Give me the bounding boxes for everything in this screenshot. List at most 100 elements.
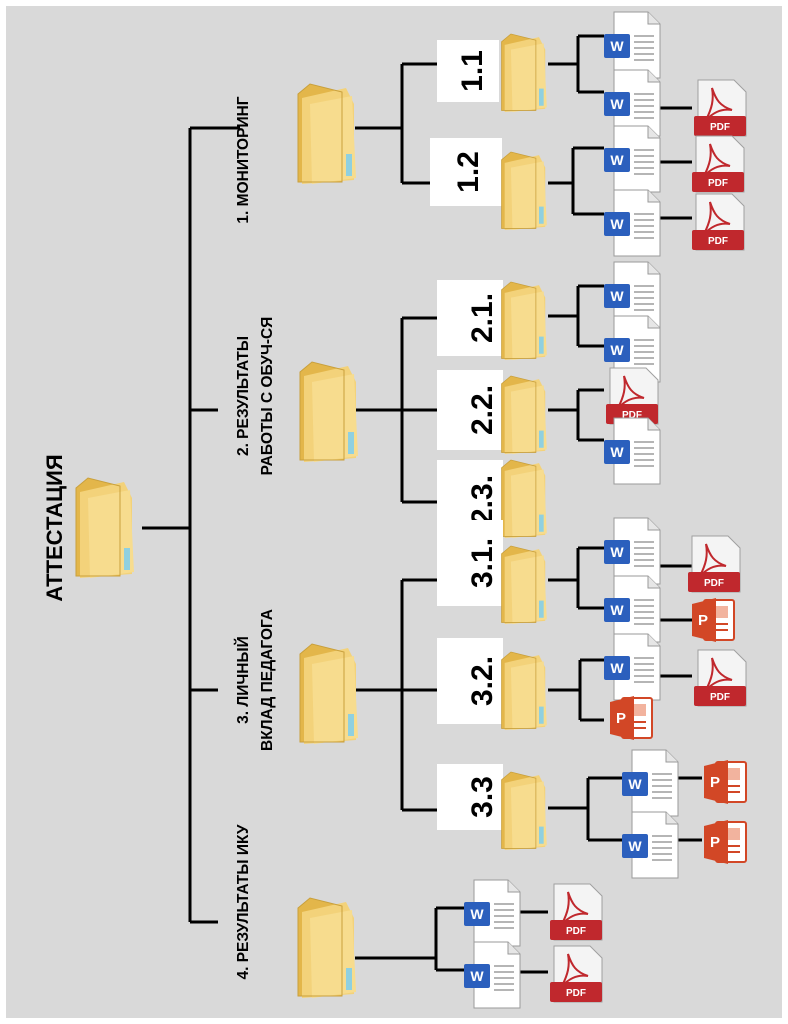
category-4-folder-icon — [297, 897, 357, 999]
subfolder-1-2[interactable]: 1.2 — [430, 138, 548, 231]
category-2-node[interactable]: 2. РЕЗУЛЬТАТЫ РАБОТЫ С ОБУЧ-СЯ — [235, 317, 359, 476]
pdf-icon[interactable]: PDF — [691, 135, 745, 193]
svg-text:PDF: PDF — [704, 578, 724, 589]
svg-text:PDF: PDF — [708, 178, 728, 189]
subfolder-label-box — [437, 764, 503, 830]
folder-icon — [501, 771, 548, 851]
svg-text:W: W — [610, 38, 624, 54]
subfolder-label-box — [437, 370, 503, 450]
word-icon[interactable]: W — [621, 811, 679, 879]
root-folder-icon — [75, 477, 135, 579]
category-3-node[interactable]: 3. ЛИЧНЫЙ ВКЛАД ПЕДАГОГА — [234, 609, 359, 751]
svg-text:W: W — [610, 96, 624, 112]
subfolder-3-3[interactable]: 3.3 — [437, 764, 548, 851]
word-icon[interactable]: W — [603, 315, 661, 383]
subfolder-label: 3.1. — [466, 538, 499, 588]
word-icon[interactable]: W — [603, 11, 661, 79]
root-label: АТТЕСТАЦИЯ — [42, 454, 67, 601]
svg-text:W: W — [610, 444, 624, 460]
word-icon[interactable]: W — [603, 633, 661, 701]
subfolder-label-box — [437, 40, 499, 102]
svg-text:P: P — [710, 774, 720, 791]
category-3-label-line1: 3. ЛИЧНЫЙ — [234, 636, 252, 724]
subfolder-1-1[interactable]: 1.1 — [437, 33, 548, 113]
folder-icon — [501, 459, 548, 539]
svg-text:P: P — [698, 612, 708, 629]
word-icon[interactable]: W — [463, 941, 521, 1009]
word-icon[interactable]: W — [603, 417, 661, 485]
word-icon[interactable]: W — [603, 575, 661, 643]
category-3-label-line2: ВКЛАД ПЕДАГОГА — [259, 609, 276, 751]
subfolder-label: 2.3. — [466, 475, 499, 525]
pdf-icon[interactable]: PDF — [693, 79, 747, 137]
folder-icon — [501, 33, 548, 113]
svg-text:P: P — [710, 834, 720, 851]
folder-icon — [501, 651, 548, 731]
subfolder-label: 1.2 — [452, 151, 485, 193]
pdf-icon[interactable]: PDF — [605, 367, 659, 425]
word-icon[interactable]: W — [603, 125, 661, 193]
word-icon[interactable]: W — [603, 517, 661, 585]
svg-text:PDF: PDF — [622, 410, 642, 421]
word-icon[interactable]: W — [603, 189, 661, 257]
category-2-folder-icon — [299, 361, 359, 463]
folder-icon — [501, 281, 548, 361]
svg-text:W: W — [610, 602, 624, 618]
root-node[interactable]: АТТЕСТАЦИЯ — [42, 454, 135, 602]
subfolder-label-box — [437, 638, 503, 724]
svg-text:PDF: PDF — [708, 236, 728, 247]
category-4-label: 4. РЕЗУЛЬТАТЫ ИКУ — [235, 824, 252, 979]
subfolder-label: 1.1 — [456, 50, 489, 92]
subfolder-label: 2.2. — [466, 385, 499, 435]
category-1-folder-icon — [297, 83, 357, 185]
category-2-label-line2: РАБОТЫ С ОБУЧ-СЯ — [259, 317, 276, 476]
subfolder-label: 2.1. — [466, 293, 499, 343]
powerpoint-icon[interactable]: P — [703, 819, 747, 865]
category-4-node[interactable]: 4. РЕЗУЛЬТАТЫ ИКУ — [235, 824, 357, 999]
subfolder-label: 3.2. — [466, 656, 499, 706]
category-1-node[interactable]: 1. МОНИТОРИНГ — [235, 83, 357, 224]
svg-text:PDF: PDF — [710, 122, 730, 133]
word-icon[interactable]: W — [463, 879, 521, 947]
subfolder-label-box — [430, 138, 502, 206]
pdf-icon[interactable]: PDF — [691, 193, 745, 251]
subfolder-label-box — [437, 520, 503, 606]
svg-text:W: W — [470, 968, 484, 984]
svg-text:W: W — [628, 838, 642, 854]
folder-icon — [501, 545, 548, 625]
svg-text:W: W — [610, 216, 624, 232]
svg-text:W: W — [610, 288, 624, 304]
subfolder-label: 3.3 — [466, 776, 499, 818]
powerpoint-icon[interactable]: P — [703, 759, 747, 805]
svg-text:W: W — [610, 660, 624, 676]
file-icons: W W PDF W PDF W PDF W W PDF W W PDF W P … — [463, 11, 747, 1009]
word-icon[interactable]: W — [603, 261, 661, 329]
svg-text:W: W — [628, 776, 642, 792]
folder-icon — [501, 151, 548, 231]
svg-text:PDF: PDF — [566, 988, 586, 999]
pdf-icon[interactable]: PDF — [687, 535, 741, 593]
subfolder-2-2[interactable]: 2.2. — [437, 370, 548, 455]
powerpoint-icon[interactable]: P — [691, 597, 735, 643]
pdf-icon[interactable]: PDF — [693, 649, 747, 707]
pdf-icon[interactable]: PDF — [549, 945, 603, 1003]
word-icon[interactable]: W — [621, 749, 679, 817]
word-icon[interactable]: W — [603, 69, 661, 137]
powerpoint-icon[interactable]: P — [609, 695, 653, 741]
category-1-label: 1. МОНИТОРИНГ — [235, 96, 252, 223]
pdf-icon[interactable]: PDF — [549, 883, 603, 941]
folder-icon — [501, 375, 548, 455]
connector-lines — [142, 34, 702, 974]
subfolder-3-2[interactable]: 3.2. — [437, 638, 548, 731]
svg-text:PDF: PDF — [566, 926, 586, 937]
svg-text:W: W — [470, 906, 484, 922]
category-3-folder-icon — [299, 643, 359, 745]
subfolder-3-1[interactable]: 3.1. — [437, 520, 548, 625]
subfolder-2-1[interactable]: 2.1. — [437, 280, 548, 361]
svg-text:W: W — [610, 152, 624, 168]
svg-text:W: W — [610, 544, 624, 560]
svg-text:W: W — [610, 342, 624, 358]
subfolder-label-box — [437, 280, 503, 356]
